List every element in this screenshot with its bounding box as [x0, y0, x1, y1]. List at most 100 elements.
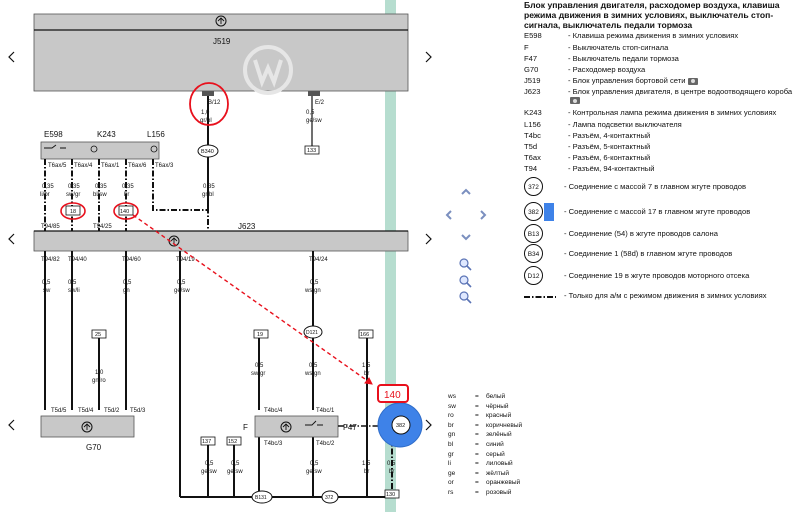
- scroll-left-arrow-icon[interactable]: [8, 51, 15, 63]
- svg-text:0,5: 0,5: [310, 280, 319, 286]
- scroll-left-arrow-icon[interactable]: [8, 419, 15, 431]
- svg-text:T94/24: T94/24: [309, 257, 328, 263]
- j519-label: J519: [213, 37, 231, 46]
- svg-text:T6ax/6: T6ax/6: [128, 163, 147, 169]
- legend-winter-row: - Только для а/м с режимом движения в зи…: [524, 290, 800, 310]
- svg-text:gr/bl: gr/bl: [202, 192, 214, 198]
- svg-text:0,35: 0,35: [203, 184, 215, 190]
- svg-text:0,5: 0,5: [68, 280, 77, 286]
- svg-text:T6ax/3: T6ax/3: [155, 163, 174, 169]
- switch-icon: [44, 144, 66, 149]
- ground-382: [391, 415, 411, 435]
- svg-text:F47: F47: [343, 423, 357, 432]
- svg-text:sw/li: sw/li: [68, 288, 80, 294]
- pan-down-arrow-icon[interactable]: [461, 234, 471, 241]
- connector-symbol: B13: [524, 224, 543, 243]
- scroll-right-arrow-icon[interactable]: [425, 51, 432, 63]
- svg-text:0,5: 0,5: [310, 461, 319, 467]
- connector-d121: [303, 325, 323, 339]
- svg-text:T4bc/3: T4bc/3: [264, 441, 283, 447]
- switch-icon: [305, 420, 323, 426]
- legend-item: T5d- Разъём, 5-контактный: [524, 141, 651, 151]
- legend-item: J623- Блок управления двигателя, в центр…: [524, 87, 800, 109]
- svg-text:152: 152: [228, 439, 237, 445]
- highlight-circle: [60, 202, 86, 220]
- nav-controls: [445, 188, 487, 304]
- zoom-in-icon[interactable]: [459, 258, 472, 271]
- connector-symbol: B34: [524, 244, 543, 263]
- svg-text:140: 140: [384, 390, 401, 401]
- svg-text:0,5: 0,5: [231, 461, 240, 467]
- svg-text:T94/40: T94/40: [68, 257, 87, 263]
- j623-label: J623: [238, 222, 256, 231]
- svg-text:T94/85: T94/85: [41, 224, 60, 230]
- svg-text:T94/19: T94/19: [176, 257, 195, 263]
- lamp-icon: [90, 145, 98, 153]
- fuse-box-166: [358, 329, 374, 339]
- scroll-left-arrow-icon[interactable]: [8, 233, 15, 245]
- svg-text:0,5: 0,5: [309, 363, 318, 369]
- connector-b340: [197, 144, 219, 158]
- ground-symbol-icon: [81, 421, 93, 433]
- svg-text:1,5: 1,5: [362, 461, 371, 467]
- svg-text:0,5: 0,5: [123, 280, 132, 286]
- svg-text:ws/gn: ws/gn: [304, 371, 321, 377]
- svg-text:ws/gn: ws/gn: [304, 288, 321, 294]
- svg-text:L156: L156: [147, 130, 165, 139]
- pan-up-arrow-icon[interactable]: [461, 188, 471, 195]
- svg-text:1,0: 1,0: [201, 110, 210, 116]
- camera-icon[interactable]: [570, 97, 580, 105]
- svg-text:T5d/4: T5d/4: [78, 408, 94, 414]
- scroll-right-arrow-icon[interactable]: [425, 419, 432, 431]
- svg-text:19: 19: [257, 332, 263, 338]
- svg-text:E598: E598: [44, 130, 63, 139]
- svg-text:ge/sw: ge/sw: [227, 469, 243, 475]
- svg-text:sw/gr: sw/gr: [251, 371, 265, 377]
- svg-text:ge/sw: ge/sw: [306, 118, 322, 124]
- svg-text:T6ax/4: T6ax/4: [74, 163, 93, 169]
- zoom-reset-icon[interactable]: [459, 275, 472, 288]
- ground-symbol: 372: [524, 177, 543, 196]
- connector-symbol: D12: [524, 266, 543, 285]
- svg-text:T6ax/5: T6ax/5: [48, 163, 67, 169]
- pan-left-arrow-icon[interactable]: [445, 210, 452, 220]
- svg-text:li/br: li/br: [40, 192, 50, 198]
- fuse-box-25: [91, 329, 107, 339]
- fuse-box-140: [118, 205, 134, 216]
- legend-symbol-row: B13 - Соединение (54) в жгуте проводов с…: [524, 224, 800, 244]
- legend-item: F47- Выключатель педали тормоза: [524, 53, 679, 63]
- svg-text:0,35: 0,35: [42, 184, 54, 190]
- fuse-box-19: [253, 329, 269, 339]
- svg-text:E/2: E/2: [315, 100, 325, 106]
- dash-dot-line-icon: [524, 296, 556, 298]
- ground-symbol-icon: [215, 15, 227, 27]
- g70-block: [40, 415, 135, 438]
- legend-item: T94- Разъём, 94-контактный: [524, 164, 655, 174]
- camera-icon[interactable]: [687, 77, 698, 85]
- watermark-logo-icon: [243, 45, 293, 95]
- svg-text:sw/gr: sw/gr: [66, 192, 80, 198]
- zoom-out-icon[interactable]: [459, 291, 472, 304]
- svg-text:0,5: 0,5: [255, 363, 264, 369]
- svg-text:166: 166: [360, 332, 369, 338]
- pan-right-arrow-icon[interactable]: [480, 210, 487, 220]
- highlight-circle: [189, 82, 229, 126]
- svg-text:gn: gn: [123, 288, 130, 294]
- svg-text:18: 18: [70, 209, 76, 215]
- svg-text:T6ax/1: T6ax/1: [101, 163, 120, 169]
- svg-text:382: 382: [396, 423, 405, 429]
- svg-text:0,35: 0,35: [68, 184, 80, 190]
- ground-symbol: 382: [524, 202, 543, 221]
- svg-text:br: br: [124, 192, 129, 198]
- fuse-box-130: [384, 489, 400, 499]
- svg-text:K243: K243: [97, 130, 116, 139]
- svg-text:B131: B131: [255, 495, 267, 501]
- svg-text:1,0: 1,0: [95, 370, 104, 376]
- scroll-right-arrow-icon[interactable]: [425, 233, 432, 245]
- highlight-circle: [113, 202, 139, 220]
- legend-item: G70- Расходомер воздуха: [524, 64, 646, 74]
- svg-text:T94/60: T94/60: [122, 257, 141, 263]
- svg-text:T5d/5: T5d/5: [51, 408, 67, 414]
- legend-item: F- Выключатель стоп-сигнала: [524, 42, 669, 52]
